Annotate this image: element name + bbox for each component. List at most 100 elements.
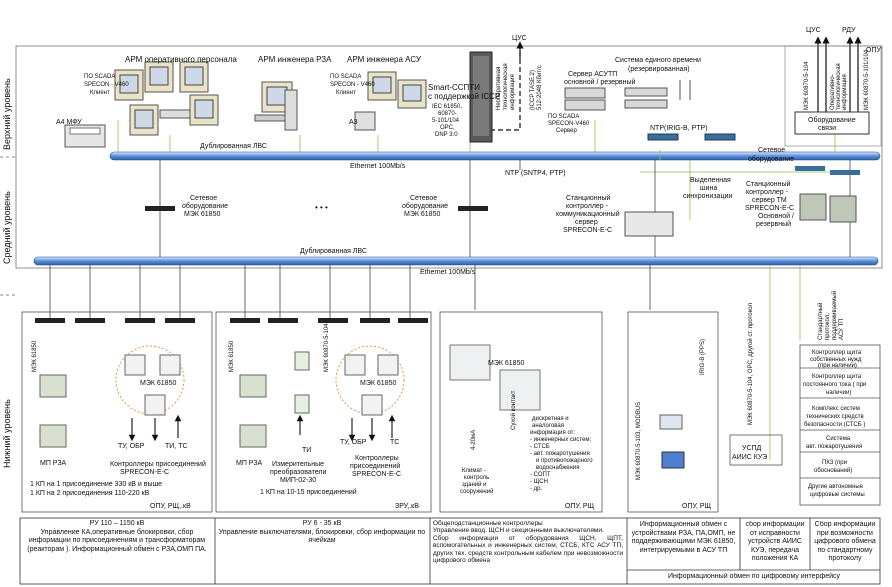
subsys-5b: обоснований) [814, 467, 852, 474]
climate-2: контроль [464, 475, 489, 481]
controllers-2c: SPRECON-E-C [352, 471, 401, 478]
server-asutp-1: Сервер АСУТП [568, 71, 617, 78]
discrete-11: - др. [530, 486, 543, 492]
controllers-1b: SPRECON-E-C [120, 469, 169, 476]
mek-104-bottom: МЭК 60870-5-104 [324, 323, 330, 372]
subsys-4a: Система [826, 436, 851, 442]
net-eq-1a: Сетевое [190, 195, 217, 202]
table-col-ru110: РУ 110 – 1150 кВ Управление КА,оперативн… [27, 520, 207, 553]
tsus-label: ЦУС [512, 35, 527, 42]
tm-server-icon [829, 195, 857, 223]
top-labels: АРМ оперативного персонала АРМ инженера … [56, 27, 881, 177]
std-protocol-3: поддерживаемый [831, 291, 838, 340]
arm-rza-label: АРМ инженера РЗА [258, 55, 332, 64]
rza-workstation-icon [254, 81, 298, 131]
mp-rza-1: МП РЗА [40, 460, 67, 467]
station-ctrl-3: коммуникационный [556, 210, 620, 218]
irig-pps-label: IRIG-B (PPS) [700, 339, 706, 375]
subsys-5a: ПКЗ (при [822, 460, 847, 466]
iccp-4: (ICCP TASE.2) [530, 70, 536, 110]
bottom-labels: МЭК 61850 МЭК 61850 МЭК 61850 МЭК 60870-… [30, 291, 866, 510]
scada-client-asu-3: Клиент [336, 90, 356, 96]
subsys-2a: Контроллер щита [812, 374, 862, 380]
bottom-frames [21, 311, 881, 513]
a3-label: А3 [349, 119, 358, 126]
discrete-6: - авт. пожаротушения [530, 451, 590, 457]
std-protocol-4: АСУ ТП [839, 319, 845, 340]
sync-bus-3: синхронизации [683, 193, 732, 200]
bottom-switches [35, 318, 428, 323]
level-middle-label: Средний уровень [2, 191, 12, 264]
station-tm-4: SPRECON-E-C [745, 205, 794, 212]
scada-server-2: SPECON-V460 [548, 121, 590, 127]
transducers-3: МИП-02-30 [280, 477, 316, 484]
iccp-link [490, 41, 524, 131]
subsys-3c: безопасности (СТСБ ) [804, 422, 865, 428]
ti-label: ТИ [302, 447, 311, 454]
station-ctrl-1: Станционный [566, 194, 611, 202]
subsys-6b: цифровые системы [810, 492, 865, 498]
table-col-digital: Сбор информации при возможности цифровог… [814, 521, 876, 562]
time-system-2: (резервированная) [628, 66, 690, 73]
uspd-1: УСПД [742, 445, 762, 452]
rdu-label: РДУ [842, 27, 856, 34]
server-asutp-icon [564, 87, 606, 111]
iccp-2: технологическая [503, 63, 509, 110]
opu-rsh-1: ОПУ, РЩ [565, 503, 595, 510]
sync-bus-2: шина [700, 185, 717, 192]
discrete-5: - СТСБ [530, 444, 550, 450]
station-controller-icon [624, 211, 674, 237]
std-protocol-2: протокол, [825, 313, 831, 340]
oper-tech-3: информация [842, 74, 848, 110]
protocol-4: OPC, [440, 125, 455, 131]
climate-3: зданий и [462, 481, 487, 488]
table-col-general: Общеподстанционные контроллеры Управлени… [433, 520, 623, 565]
station-ctrl-5: SPRECON-E-C [563, 227, 612, 234]
table-footer: Информационный обмен по цифровому интерф… [667, 573, 841, 580]
bottom-table [19, 517, 881, 585]
oper-tech-1: Оперативно- [830, 74, 836, 110]
sspti-label-2: с поддержкой ICCP [428, 92, 500, 101]
comm-equipment-1: Оборудование [808, 116, 856, 124]
printer-icon [64, 124, 106, 148]
discrete-2: аналоговая [532, 423, 564, 429]
time-sync-icon [624, 80, 691, 109]
mek61850-d: МЭК 61850 [360, 380, 396, 387]
controllers-2a: Контроллеры [355, 455, 399, 462]
zru-kv: ЗРУ,.кВ [395, 503, 419, 510]
transducers-2: преобразователи [270, 468, 326, 476]
discrete-4: - инженерных систем; [530, 437, 591, 443]
switch-icon [145, 206, 175, 211]
operator-workstation-icon [114, 61, 219, 136]
bottom-arrows [128, 414, 396, 442]
opc-other: МЭК 60870-5-104, OPC, другой ст. протоко… [747, 303, 754, 425]
protocol-3: 5-101/104 [432, 118, 460, 124]
subsys-2c: наличии) [826, 390, 851, 396]
mek61850-b: МЭК 61850 [140, 380, 176, 387]
subsys-4b: авт. пожаротушения [806, 444, 862, 450]
server-asutp-2: основной / резервный [564, 78, 636, 86]
table-col-aiis: сбор информации от исправности устройств… [745, 521, 805, 562]
subsys-3b: технических средств [806, 414, 864, 420]
modbus-label: МЭК 60870-5-103, MODBUS [636, 402, 642, 480]
subsys-3a: Комплекс систем [812, 406, 860, 412]
discrete-3: информация от: [530, 430, 575, 436]
mek61850-a: МЭК 61850 [32, 340, 38, 372]
net-eq-2a: Сетевое [410, 195, 437, 202]
ntp-sntp-label: NTP (SNTP4, PTP) [505, 170, 566, 177]
right-arrows [814, 36, 862, 120]
iccp-3: информация [510, 74, 516, 110]
scada-client-3: Клиент [90, 90, 110, 96]
bottom-lan-label: Дублированная ЛВС [300, 247, 367, 255]
sync-bus-1: Выделенная [690, 177, 731, 184]
discrete-8: водоснабжения [536, 465, 579, 471]
top-ethernet-label: Ethernet 100Mb/s [350, 163, 406, 170]
switch-icon [830, 170, 860, 175]
protocol-1: IEC 61850, [432, 104, 462, 110]
station-tm-2: контроллер - [746, 189, 789, 196]
sspti-cabinet-icon [469, 51, 493, 143]
protocol-5: DNP 3.0 [435, 132, 458, 138]
kp-note-1a: 1 КП на 1 присоединение 330 кВ и выше [30, 481, 162, 488]
opu-rsh-2: ОПУ, РЩ [682, 503, 712, 510]
